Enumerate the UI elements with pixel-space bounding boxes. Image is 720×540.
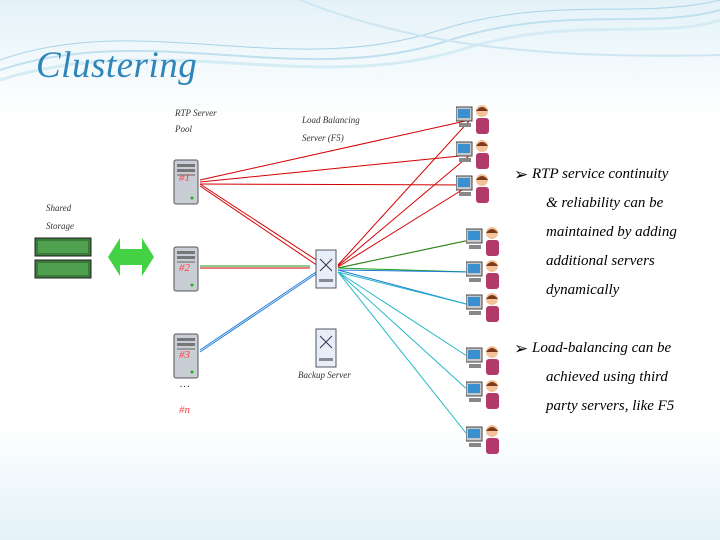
bullet-2: Load-balancing can be achieved using thi… <box>520 334 700 421</box>
bullet-2-line: Load-balancing can be <box>532 340 672 356</box>
bullet-arrow-icon: ➢ <box>514 165 529 185</box>
client-user-icon <box>455 138 492 172</box>
lb-label-2: Server (F5) <box>302 133 344 143</box>
bullet-1: RTP service continuity & reliability can… <box>520 160 700 305</box>
backup-server-label: Backup Server <box>298 370 351 380</box>
rtp-server-3-icon <box>172 332 202 382</box>
bullet-1-line: dynamically <box>546 282 620 298</box>
header-banner <box>0 0 720 100</box>
banner-swirl-graphic <box>0 0 720 82</box>
lb-label-1: Load Balancing <box>302 115 360 125</box>
bullet-1-line: maintained by adding <box>546 224 677 240</box>
bullet-1-line: RTP service continuity <box>532 166 669 182</box>
client-user-icon <box>465 225 502 259</box>
rtp-server-1-icon <box>172 158 202 208</box>
client-user-icon <box>465 378 502 412</box>
server-1-label: #1 <box>179 172 190 184</box>
rtp-server-2-icon <box>172 245 202 295</box>
bidirectional-arrow-icon <box>108 234 154 284</box>
client-user-icon <box>465 258 502 292</box>
bullet-2-line: achieved using third <box>546 369 668 385</box>
bullet-1-line: additional servers <box>546 253 655 269</box>
slide-title: Clustering <box>36 45 198 86</box>
bullet-2-line: party servers, like F5 <box>546 398 675 414</box>
bullet-1-line: & reliability can be <box>546 195 664 211</box>
bullet-arrow-icon: ➢ <box>514 339 529 359</box>
rtp-pool-label-1: RTP Server <box>175 108 217 118</box>
backup-server-icon <box>315 328 337 368</box>
server-2-label: #2 <box>179 262 190 274</box>
client-user-icon <box>465 291 502 325</box>
load-balancer-icon <box>315 249 337 289</box>
client-user-icon <box>465 423 502 457</box>
storage-label-1: Shared <box>46 203 72 213</box>
client-user-icon <box>455 103 492 137</box>
shared-storage-icon <box>34 236 94 282</box>
server-ellipsis: … <box>180 378 190 390</box>
server-n-label: #n <box>179 404 190 416</box>
client-user-icon <box>455 172 492 206</box>
client-user-icon <box>465 344 502 378</box>
rtp-pool-label-2: Pool <box>175 124 192 134</box>
storage-label-2: Storage <box>46 221 74 231</box>
server-3-label: #3 <box>179 349 190 361</box>
